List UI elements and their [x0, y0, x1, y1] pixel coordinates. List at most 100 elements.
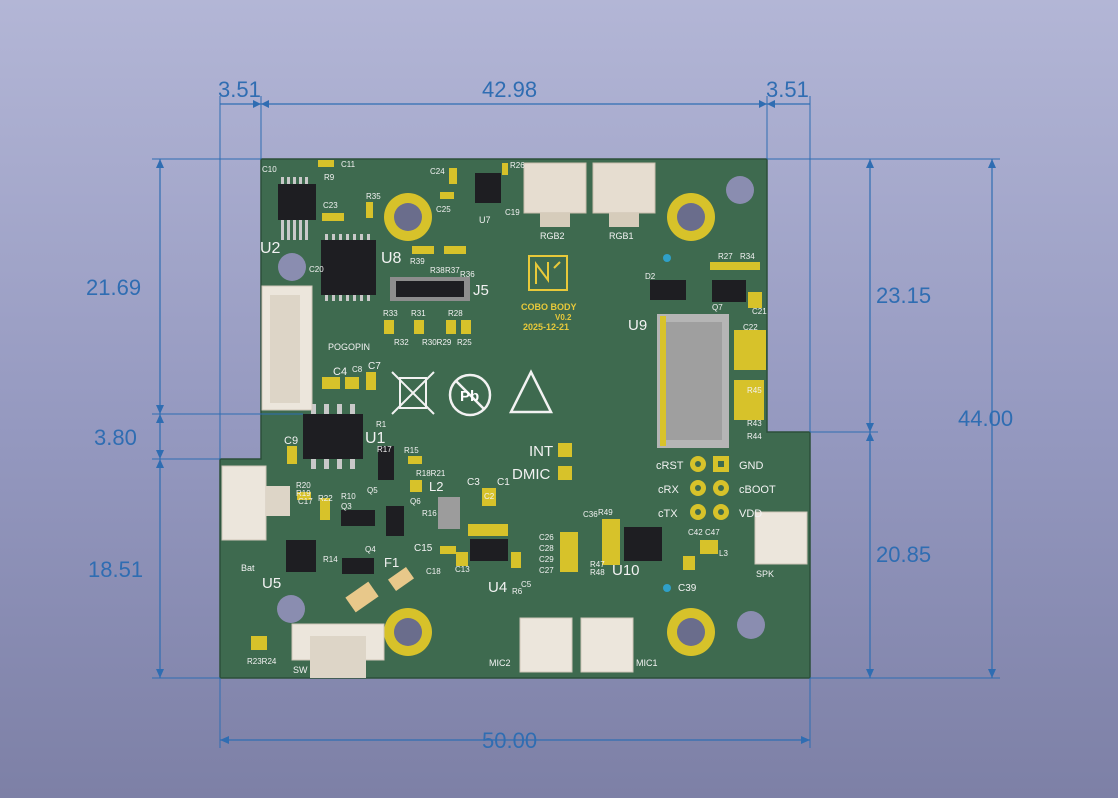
dim-top-left: 3.51: [218, 77, 261, 102]
svg-text:R47: R47: [590, 560, 605, 569]
logo-date: 2025-12-21: [523, 322, 569, 332]
svg-text:L3: L3: [719, 549, 728, 558]
svg-text:C24: C24: [430, 167, 445, 176]
jumper-int-pad: [558, 443, 572, 457]
transistors: [341, 446, 404, 574]
ic-u4: [470, 539, 508, 561]
connector-bat: [221, 465, 290, 541]
svg-text:Q7: Q7: [712, 303, 723, 312]
svg-text:R39: R39: [410, 257, 425, 266]
label-pogopin: POGOPIN: [328, 342, 370, 352]
logo-version: V0.2: [555, 313, 572, 322]
svg-text:C7: C7: [368, 361, 381, 372]
svg-text:C26: C26: [539, 533, 554, 542]
svg-text:C42: C42: [688, 528, 703, 537]
connector-rgb2: [523, 162, 587, 227]
label-gnd: GND: [739, 460, 764, 472]
svg-text:R28: R28: [448, 309, 463, 318]
svg-text:R34: R34: [740, 252, 755, 261]
label-cboot: cBOOT: [739, 484, 776, 496]
label-u2: U2: [260, 240, 281, 257]
ic-u2: [278, 177, 316, 240]
svg-text:R10: R10: [341, 492, 356, 501]
label-vdd: VDD: [739, 508, 762, 520]
svg-text:C23: C23: [323, 201, 338, 210]
svg-text:C18: C18: [426, 567, 441, 576]
svg-text:C15: C15: [414, 543, 433, 554]
svg-text:R44: R44: [747, 432, 762, 441]
label-u9: U9: [628, 317, 647, 334]
diode-d2: [650, 280, 686, 300]
label-mic2: MIC2: [489, 658, 511, 668]
svg-text:C36: C36: [583, 510, 598, 519]
connector-pogopin: [261, 285, 313, 411]
mounting-holes: [384, 193, 715, 656]
svg-text:R16: R16: [422, 509, 437, 518]
logo-name: COBO BODY: [521, 302, 577, 312]
label-u7: U7: [479, 215, 491, 225]
label-rgb2: RGB2: [540, 231, 565, 241]
label-j5: J5: [473, 282, 489, 299]
svg-text:Q4: Q4: [365, 545, 376, 554]
fuse-f1: [345, 581, 379, 613]
dim-right-lower: 20.85: [876, 542, 931, 567]
label-f1: F1: [384, 555, 399, 570]
label-bat: Bat: [241, 563, 255, 573]
label-u5: U5: [262, 575, 281, 592]
svg-text:R45: R45: [747, 386, 762, 395]
connector-sw: [291, 623, 385, 678]
svg-text:R37: R37: [445, 266, 460, 275]
weee-icon: [391, 371, 435, 415]
label-u10: U10: [612, 562, 640, 579]
svg-text:C25: C25: [436, 205, 451, 214]
debug-pads: [690, 456, 729, 520]
svg-text:R30R29: R30R29: [422, 338, 452, 347]
dimension-labels: 3.51 42.98 3.51 21.69 3.80 18.51 23.15 2…: [86, 77, 1013, 753]
label-u4: U4: [488, 579, 507, 596]
passive-components: [251, 160, 766, 650]
svg-text:C5: C5: [521, 580, 532, 589]
connector-spk: [754, 511, 808, 565]
npth-holes: [277, 176, 765, 639]
svg-text:C4: C4: [333, 366, 347, 378]
svg-text:Pb: Pb: [460, 388, 479, 405]
svg-text:C8: C8: [352, 365, 363, 374]
ic-u7: [475, 173, 501, 203]
svg-text:R22: R22: [318, 494, 333, 503]
ic-u10: [624, 527, 662, 561]
dim-top-right: 3.51: [766, 77, 809, 102]
silkscreen-connector-labels: RGB2 RGB1 POGOPIN Bat SW MIC2 MIC1 SPK: [241, 231, 774, 675]
silkscreen-major-labels: U2 U8 J5 U7 U1 U5 U4 U10 U9 L2 F1: [260, 215, 647, 596]
label-mic1: MIC1: [636, 658, 658, 668]
svg-text:R9: R9: [324, 173, 335, 182]
label-u8: U8: [381, 250, 402, 267]
svg-text:R48: R48: [590, 568, 605, 577]
svg-text:Q5: Q5: [367, 486, 378, 495]
silkscreen-pad-labels: cRST GND cRX cBOOT cTX VDD: [656, 460, 776, 520]
svg-text:C9: C9: [284, 435, 298, 447]
dim-right-total: 44.00: [958, 406, 1013, 431]
svg-text:R18R21: R18R21: [416, 469, 446, 478]
svg-text:R14: R14: [323, 555, 338, 564]
svg-text:R32: R32: [394, 338, 409, 347]
jumper-dmic-pad: [558, 466, 572, 480]
svg-text:R49: R49: [598, 508, 613, 517]
svg-text:R43: R43: [747, 419, 762, 428]
svg-text:R23R24: R23R24: [247, 657, 277, 666]
label-crst: cRST: [656, 460, 684, 472]
svg-text:R17: R17: [377, 445, 392, 454]
svg-text:R20: R20: [296, 481, 311, 490]
label-spk: SPK: [756, 569, 774, 579]
dimension-lines: [152, 96, 1000, 748]
connector-mic2: [519, 617, 573, 673]
transistor-q7: [712, 280, 746, 302]
label-dmic: DMIC: [512, 466, 550, 483]
lead-free-icon: [448, 373, 492, 417]
svg-text:Q3: Q3: [341, 502, 352, 511]
svg-text:R27: R27: [718, 252, 733, 261]
svg-text:C39: C39: [678, 583, 697, 594]
svg-text:C29: C29: [539, 555, 554, 564]
svg-text:R38: R38: [430, 266, 445, 275]
esd-icon: [508, 369, 554, 414]
